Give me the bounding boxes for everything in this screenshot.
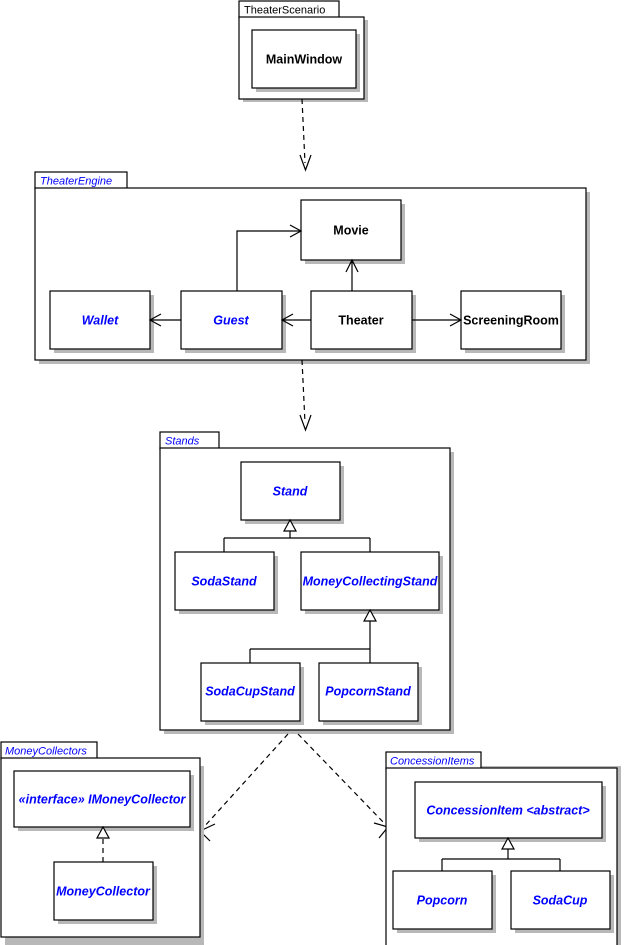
class-label: Theater — [338, 313, 383, 327]
class-label: SodaCupStand — [205, 684, 295, 698]
package-label: Stands — [165, 435, 200, 447]
dependency-stands-to-concessionitems — [297, 733, 390, 839]
class-label: Wallet — [82, 313, 119, 327]
package-stands[interactable]: Stands Stand SodaStand MoneyCollectingSt… — [159, 431, 454, 734]
class-sodastand[interactable]: SodaStand — [174, 551, 278, 614]
package-label: TheaterScenario — [244, 4, 325, 16]
class-rect — [13, 770, 191, 828]
class-rect — [414, 781, 603, 839]
dependency-line — [301, 359, 306, 424]
class-rect — [300, 199, 402, 261]
class-popcorn[interactable]: Popcorn — [392, 870, 496, 933]
class-rect — [392, 870, 493, 930]
class-moneycollector[interactable]: MoneyCollector — [53, 861, 157, 924]
class-rect — [180, 290, 283, 350]
class-rect — [251, 29, 357, 89]
association-guest-wallet — [148, 313, 181, 327]
class-rect — [174, 551, 275, 611]
class-rect — [53, 861, 154, 921]
generalization-moneycollectingstand-children — [249, 608, 378, 663]
class-rect — [49, 290, 151, 350]
generalization-line — [441, 849, 561, 871]
generalization-line — [249, 621, 371, 663]
dependency-line — [297, 733, 386, 825]
class-popcornstand[interactable]: PopcornStand — [318, 662, 422, 725]
class-wallet[interactable]: Wallet — [49, 290, 154, 353]
class-theater[interactable]: Theater — [310, 290, 416, 353]
class-label: ScreeningRoom — [463, 313, 559, 327]
dependency-engine-to-stands — [299, 359, 312, 432]
package-label: ConcessionItems — [390, 755, 475, 767]
association-theater-guest — [280, 313, 311, 327]
hollow-triangle-arrowhead — [362, 608, 378, 622]
realization-moneycollector-imoneycollector — [95, 825, 111, 862]
open-arrowhead — [299, 154, 312, 172]
generalization-stand-children — [223, 518, 371, 552]
dependency-stands-to-moneycollectors — [198, 733, 289, 842]
class-label: SodaStand — [191, 574, 257, 588]
class-imoneycollector[interactable]: «interface» IMoneyCollector — [13, 770, 194, 831]
class-label: PopcornStand — [325, 684, 411, 698]
hollow-triangle-arrowhead — [282, 518, 298, 532]
class-mainwindow[interactable]: MainWindow — [251, 29, 360, 92]
generalization-concessionitem-children — [441, 836, 561, 871]
class-sodacupstand[interactable]: SodaCupStand — [200, 662, 304, 725]
package-concession-items[interactable]: ConcessionItems ConcessionItem <abstract… — [385, 751, 621, 945]
class-label: SodaCup — [533, 893, 588, 907]
association-theater-screeningroom — [412, 313, 463, 327]
hollow-triangle-arrowhead — [500, 836, 516, 850]
class-concessionitem[interactable]: ConcessionItem <abstract> — [414, 781, 606, 842]
class-rect — [300, 551, 440, 611]
association-line — [236, 230, 301, 291]
class-movie[interactable]: Movie — [300, 199, 405, 264]
class-label: MoneyCollectingStand — [303, 574, 438, 588]
class-rect — [460, 290, 562, 350]
package-money-collectors[interactable]: MoneyCollectors «interface» IMoneyCollec… — [0, 741, 204, 945]
class-label: MoneyCollector — [56, 884, 151, 898]
class-label: Stand — [273, 484, 308, 498]
class-stand[interactable]: Stand — [240, 461, 344, 524]
dependency-line — [301, 98, 306, 164]
class-rect — [310, 290, 413, 350]
class-label: Guest — [213, 313, 249, 327]
class-label: Movie — [333, 223, 368, 237]
class-label: «interface» IMoneyCollector — [19, 792, 187, 806]
class-label: MainWindow — [266, 52, 343, 66]
class-screeningroom[interactable]: ScreeningRoom — [460, 290, 565, 353]
class-guest[interactable]: Guest — [180, 290, 286, 353]
stick-arrowhead — [280, 313, 294, 327]
hollow-triangle-arrowhead — [95, 825, 111, 839]
generalization-line — [223, 531, 371, 552]
package-label: TheaterEngine — [40, 175, 112, 187]
stick-arrowhead — [345, 258, 359, 273]
class-label: Popcorn — [417, 893, 468, 907]
package-theater-scenario[interactable]: TheaterScenario MainWindow — [238, 0, 368, 102]
open-arrowhead — [299, 414, 312, 432]
stick-arrowhead — [449, 313, 463, 327]
class-rect — [240, 461, 341, 521]
class-label: ConcessionItem <abstract> — [426, 803, 590, 817]
package-theater-engine[interactable]: TheaterEngine Movie Wallet Guest Theater — [34, 171, 590, 364]
stick-arrowhead — [148, 313, 162, 327]
package-label: MoneyCollectors — [5, 745, 87, 757]
class-rect — [318, 662, 419, 722]
association-theater-movie — [345, 258, 359, 291]
dependency-scenario-to-engine — [299, 98, 312, 172]
class-rect — [200, 662, 301, 722]
class-sodacup[interactable]: SodaCup — [510, 870, 614, 933]
dependency-line — [202, 733, 289, 829]
stick-arrowhead — [289, 224, 303, 238]
class-moneycollectingstand[interactable]: MoneyCollectingStand — [300, 551, 443, 614]
association-guest-movie — [236, 224, 303, 291]
